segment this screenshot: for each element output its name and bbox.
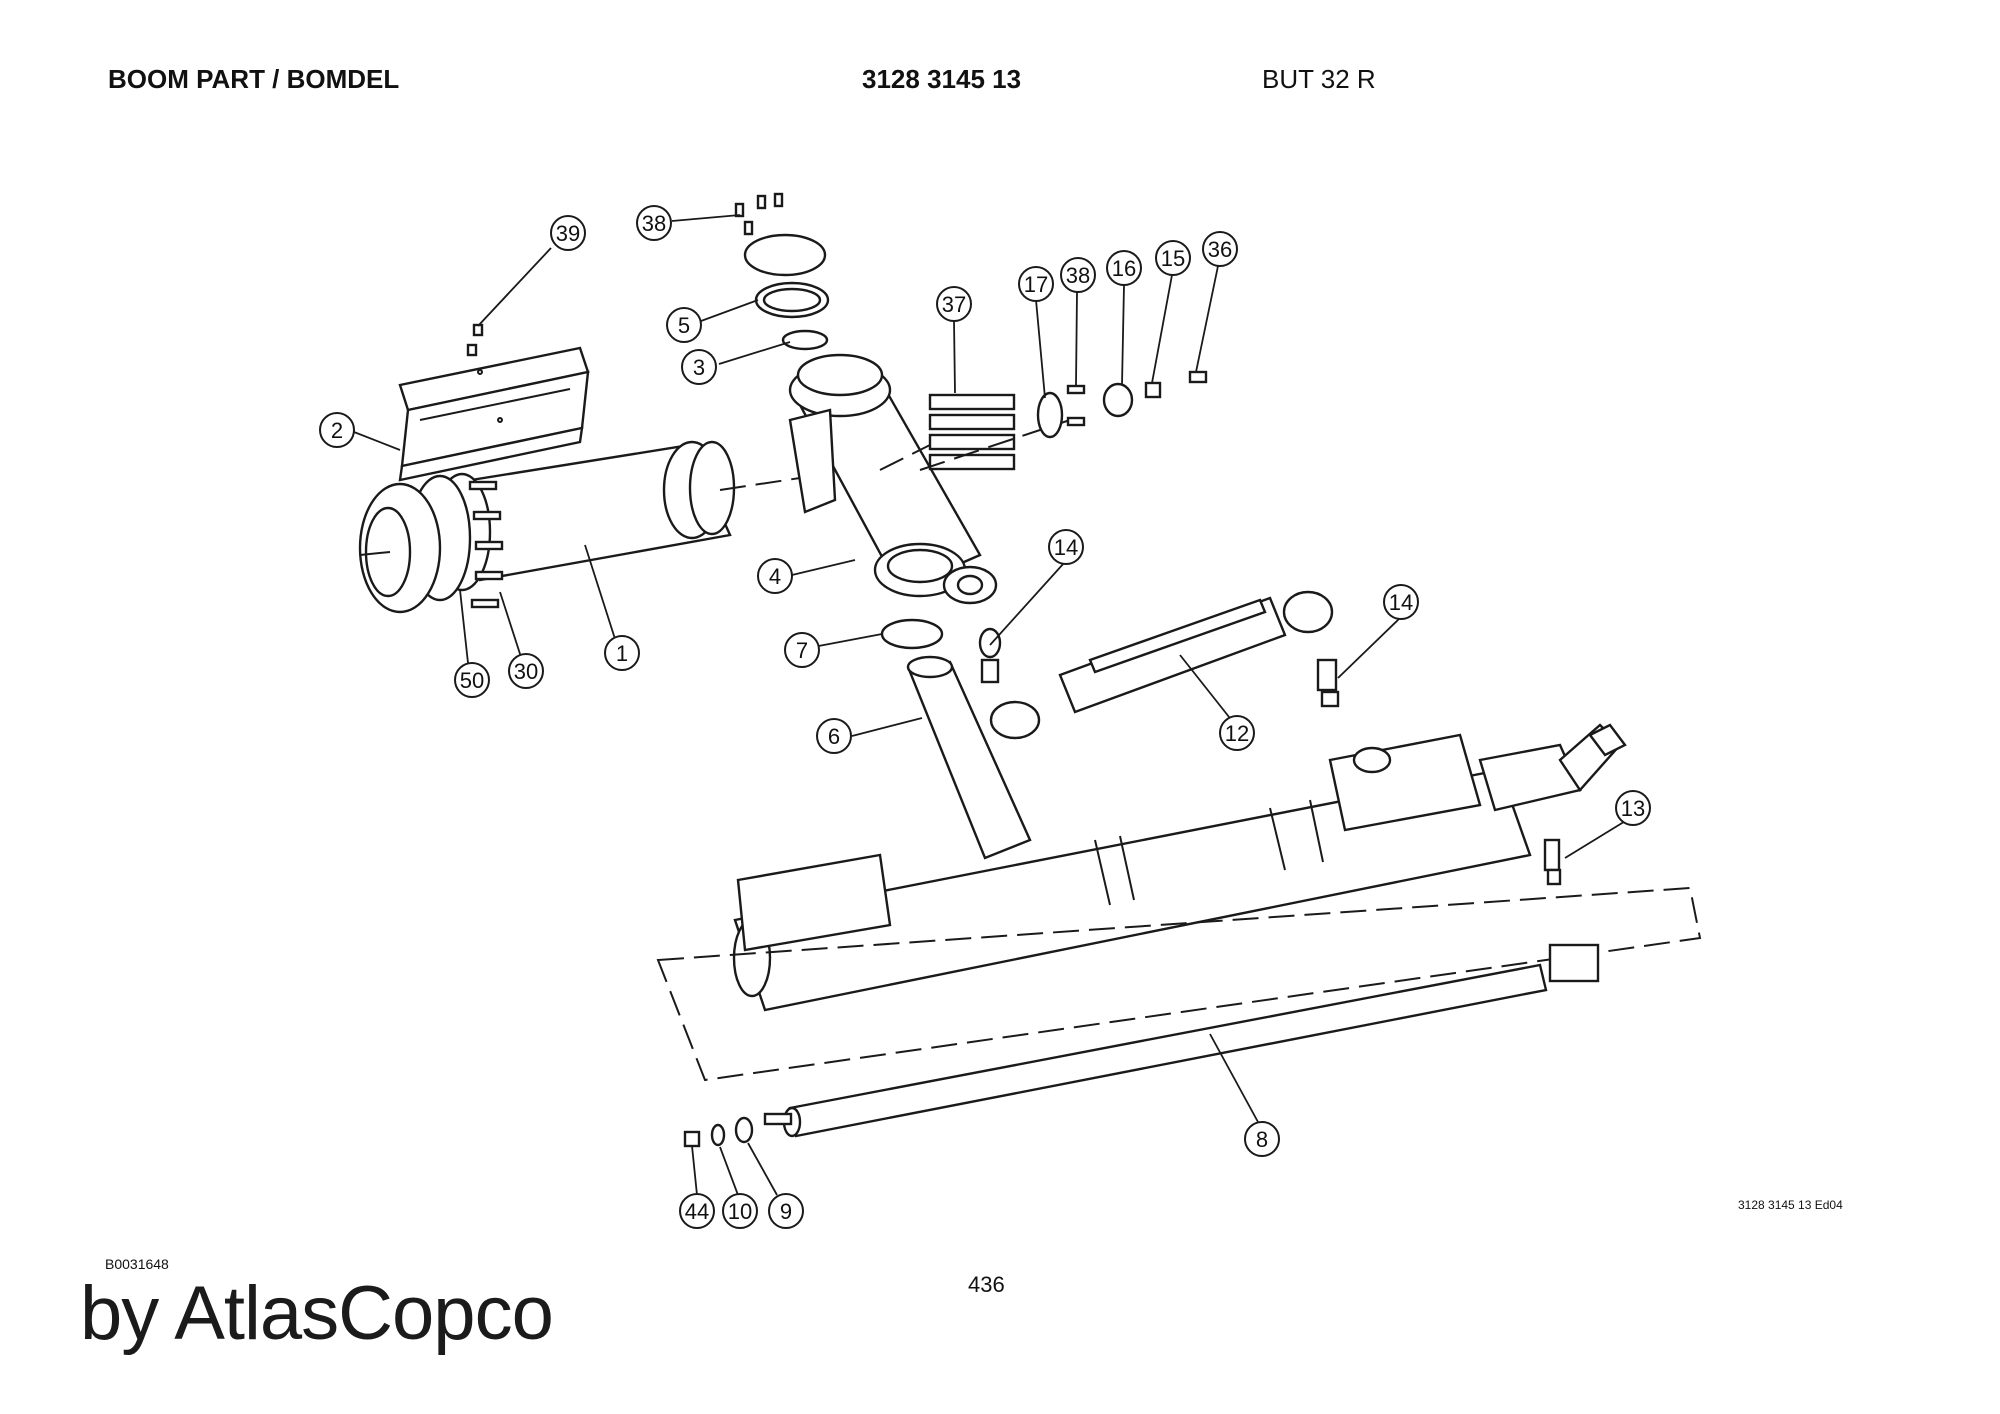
cover-plate	[398, 346, 590, 482]
svg-text:30: 30	[514, 659, 538, 684]
svg-text:3: 3	[693, 355, 705, 380]
callout-44: 44	[679, 1193, 715, 1229]
svg-text:38: 38	[642, 211, 666, 236]
svg-text:5: 5	[678, 313, 690, 338]
post-6	[906, 655, 1032, 860]
boom-beam	[732, 723, 1627, 1012]
svg-text:6: 6	[828, 724, 840, 749]
callout-3: 3	[681, 349, 717, 385]
cylinder-8	[763, 943, 1600, 1138]
callout-10: 10	[722, 1193, 758, 1229]
callout-30: 30	[508, 653, 544, 689]
callout-7: 7	[784, 632, 820, 668]
document-title: BOOM PART / BOMDEL	[108, 64, 400, 94]
image-id: B0031648	[105, 1256, 169, 1272]
pin-assembly	[1036, 370, 1208, 439]
callout-14b: 14	[1383, 584, 1419, 620]
svg-text:15: 15	[1161, 246, 1185, 271]
callout-36: 36	[1202, 231, 1238, 267]
callout-9: 9	[768, 1193, 804, 1229]
svg-text:44: 44	[685, 1199, 709, 1224]
boom-tube	[358, 440, 736, 614]
callout-8: 8	[1244, 1121, 1280, 1157]
callout-2: 2	[319, 412, 355, 448]
svg-text:9: 9	[780, 1199, 792, 1224]
svg-text:12: 12	[1225, 721, 1249, 746]
callout-1: 1	[604, 635, 640, 671]
svg-text:13: 13	[1621, 796, 1645, 821]
callout-4: 4	[757, 558, 793, 594]
svg-text:37: 37	[942, 292, 966, 317]
subassembly-outline	[656, 886, 1702, 1082]
callout-16: 16	[1106, 250, 1142, 286]
page-number: 436	[968, 1272, 1005, 1297]
callout-37: 37	[936, 286, 972, 322]
callout-39: 39	[550, 215, 586, 251]
svg-text:8: 8	[1256, 1127, 1268, 1152]
flange-bolts	[468, 480, 504, 609]
svg-text:1: 1	[616, 641, 628, 666]
screws-39	[466, 323, 484, 357]
callout-50: 50	[454, 662, 490, 698]
svg-text:16: 16	[1112, 256, 1136, 281]
svg-text:17: 17	[1024, 272, 1048, 297]
svg-text:14: 14	[1389, 590, 1413, 615]
callout-38: 38	[636, 205, 672, 241]
svg-text:50: 50	[460, 668, 484, 693]
callout-38b: 38	[1060, 257, 1096, 293]
part-number: 3128 3145 13	[862, 64, 1022, 94]
callout-15: 15	[1155, 240, 1191, 276]
svg-text:39: 39	[556, 221, 580, 246]
svg-text:7: 7	[796, 638, 808, 663]
svg-text:38: 38	[1066, 263, 1090, 288]
callout-5: 5	[666, 307, 702, 343]
callout-17: 17	[1018, 266, 1054, 302]
watermark: by AtlasCopco	[80, 1271, 554, 1356]
callout-14a: 14	[1048, 529, 1084, 565]
swivel-housing	[719, 353, 998, 605]
callout-13: 13	[1615, 790, 1651, 826]
callout-6: 6	[816, 718, 852, 754]
nut-and-washers	[683, 1116, 754, 1148]
leader-lines	[353, 214, 1628, 1196]
drawing-edition-ref: 3128 3145 13 Ed04	[1738, 1198, 1843, 1212]
svg-text:36: 36	[1208, 237, 1232, 262]
top-cap-and-seals	[734, 192, 830, 351]
svg-text:14: 14	[1054, 535, 1078, 560]
model-name: BUT 32 R	[1262, 64, 1376, 94]
svg-text:4: 4	[769, 564, 781, 589]
callout-12: 12	[1219, 715, 1255, 751]
svg-text:10: 10	[728, 1199, 752, 1224]
cylinder-12	[978, 590, 1340, 740]
seal-ring-7	[880, 618, 944, 650]
svg-text:2: 2	[331, 418, 343, 443]
